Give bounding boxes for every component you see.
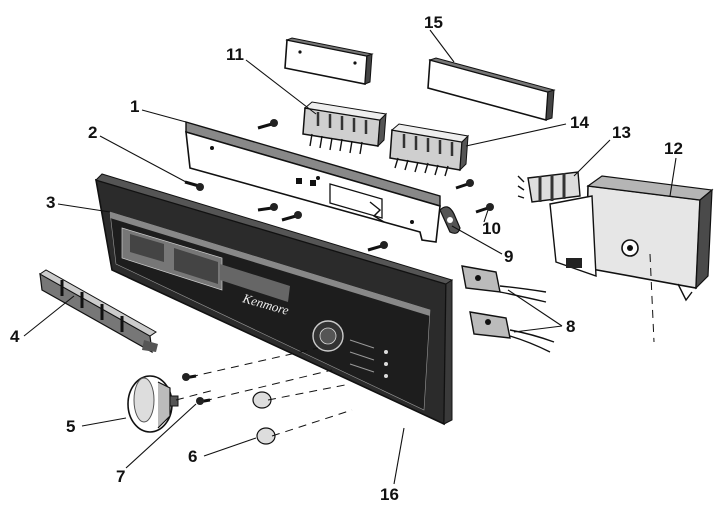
callout-13: 13 bbox=[612, 123, 631, 142]
cover-plate-15 bbox=[284, 37, 556, 122]
screw-10-upper bbox=[455, 179, 474, 190]
screw-bracket-mid-1 bbox=[257, 203, 278, 212]
screw-bracket-top bbox=[257, 119, 278, 130]
callout-6: 6 bbox=[188, 447, 197, 466]
mounting-bracket-1 bbox=[185, 121, 441, 257]
callout-5: 5 bbox=[66, 417, 75, 436]
screw-bracket-mid-2 bbox=[281, 211, 302, 222]
connector-block-11 bbox=[302, 101, 388, 155]
callout-12: 12 bbox=[664, 139, 683, 158]
plug-6 bbox=[256, 427, 276, 445]
callout-15: 15 bbox=[424, 13, 443, 32]
knob-5 bbox=[127, 375, 179, 433]
screw-10 bbox=[475, 203, 494, 214]
callout-9: 9 bbox=[504, 247, 513, 266]
screw-7-upper bbox=[182, 373, 197, 381]
switch-8-upper bbox=[461, 265, 547, 303]
callout-1: 1 bbox=[130, 97, 139, 116]
screw-bracket-low bbox=[367, 241, 388, 252]
clip-9 bbox=[439, 206, 461, 234]
callout-7: 7 bbox=[116, 467, 125, 486]
connector-block-14 bbox=[389, 123, 470, 177]
button-strip-4 bbox=[39, 269, 158, 354]
callout-11: 11 bbox=[226, 45, 244, 64]
callout-10: 10 bbox=[482, 219, 501, 238]
switch-8-lower bbox=[469, 311, 555, 353]
callout-3: 3 bbox=[46, 193, 55, 212]
plug-6-upper bbox=[252, 391, 272, 409]
callout-4: 4 bbox=[10, 327, 20, 346]
callout-14: 14 bbox=[570, 113, 589, 132]
control-panel-16: Kenmore bbox=[94, 173, 454, 426]
callout-8: 8 bbox=[566, 317, 575, 336]
terminal-block-13 bbox=[517, 171, 581, 203]
callout-2: 2 bbox=[88, 123, 97, 142]
callout-16: 16 bbox=[380, 485, 399, 504]
timer-12 bbox=[549, 175, 714, 302]
screw-7 bbox=[196, 397, 211, 405]
screw-2 bbox=[184, 180, 204, 191]
